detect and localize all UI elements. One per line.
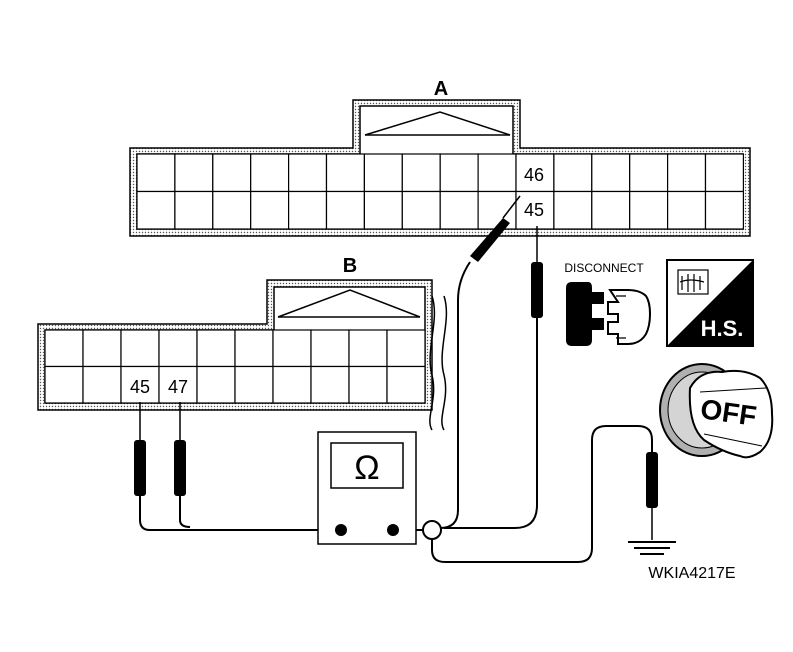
disconnect-icon: DISCONNECT: [564, 261, 652, 346]
wire-junction: [422, 520, 442, 540]
probe-ground: [628, 452, 676, 555]
wire-b45: [139, 496, 340, 531]
connector-a-cavity: [136, 153, 176, 193]
connector-b-cavity: [272, 329, 312, 368]
ohmmeter: Ω: [317, 431, 417, 545]
connector-b-cavity: [310, 365, 350, 404]
cut-line: [441, 295, 448, 431]
connector-b-pin-47: 47: [168, 377, 188, 397]
off-label: OFF: [699, 393, 759, 431]
connector-a-cavity: [477, 190, 517, 230]
ohm-symbol: Ω: [354, 449, 379, 487]
connector-a-pin-45: 45: [524, 200, 544, 220]
connector-a-cavity: [288, 153, 328, 193]
meter-jack-left: [335, 524, 347, 536]
connector-b: B 45 47: [37, 255, 448, 431]
wire-a45: [444, 318, 538, 529]
connector-b-cavity: [44, 365, 84, 404]
hand-icon: [677, 269, 709, 295]
connector-a-cavity: [325, 190, 366, 230]
connector-a-cavity: [363, 153, 403, 193]
connector-a-cavity: [250, 190, 290, 230]
probe-a46: [470, 195, 521, 262]
connector-a-cavity: [515, 190, 555, 230]
figure-code: WKIA4217E: [648, 565, 735, 582]
connector-b-cavity: [44, 329, 84, 368]
connector-a-cavity: [704, 153, 745, 193]
connector-a-cavity: [553, 190, 593, 230]
connector-a-cavity: [439, 153, 479, 193]
connector-a-cavity: [250, 153, 290, 193]
connector-b-cavity: [196, 365, 236, 404]
connector-a-pin-46: 46: [524, 165, 544, 185]
connector-a-cavity: [136, 190, 176, 230]
connector-b-cavity: [82, 329, 122, 368]
hs-icon: H.S.: [666, 259, 754, 347]
probe-a45: [531, 226, 543, 318]
connector-b-cavity: [234, 329, 274, 368]
connector-b-cavity: [348, 365, 388, 404]
connector-a-cavity: [363, 190, 403, 230]
disconnect-label: DISCONNECT: [564, 261, 644, 275]
connector-a-cavity: [212, 153, 252, 193]
connector-b-cavity: [158, 365, 198, 404]
wire-b47: [179, 496, 191, 528]
connector-a-cavity: [401, 190, 441, 230]
connector-b-cavity: [234, 365, 274, 404]
connector-a-cavity: [439, 190, 479, 230]
meter-display: [330, 442, 404, 489]
wire-a46: [439, 261, 471, 529]
connector-b-cavity: [272, 365, 312, 404]
connector-a-cavity: [704, 190, 745, 230]
connector-a-cavity: [325, 153, 366, 193]
connector-b-cavity: [386, 365, 426, 404]
connector-a-cavity: [174, 190, 214, 230]
wire-ground: [431, 425, 653, 563]
connector-b-cavity: [386, 329, 426, 368]
connector-a-cavity: [629, 153, 669, 193]
probe-b45: [134, 402, 146, 496]
probe-b47: [174, 402, 186, 496]
connector-a-cavity: [477, 153, 517, 193]
meter-jack-right: [387, 524, 399, 536]
connector-b-pin-45: 45: [130, 377, 150, 397]
connector-b-cavity: [348, 329, 388, 368]
connector-a-cavity: [212, 190, 252, 230]
connector-a-label: A: [434, 78, 448, 100]
cut-line: [429, 295, 436, 431]
connector-a-cavity: [174, 153, 214, 193]
connector-a-cavity: [666, 190, 707, 230]
connector-a-cavity: [401, 153, 441, 193]
connector-a-cavity: [288, 190, 328, 230]
connector-a-cavity: [591, 190, 631, 230]
connector-b-cavity: [158, 329, 198, 368]
connector-a-cavity: [553, 153, 593, 193]
connector-a-cavity: [629, 190, 669, 230]
connector-b-cavity: [310, 329, 350, 368]
connector-b-cavity: [82, 365, 122, 404]
connector-b-cavity: [120, 365, 160, 404]
connector-b-label: B: [343, 255, 357, 277]
ignition-off-icon: OFF: [659, 363, 774, 459]
hs-label: H.S.: [701, 316, 744, 341]
connector-a-cavity: [666, 153, 707, 193]
connector-a: A 46 45: [129, 78, 751, 237]
connector-b-cavity: [120, 329, 160, 368]
connector-b-cavity: [196, 329, 236, 368]
connector-b-cavities: [44, 329, 426, 404]
connector-a-cavity: [591, 153, 631, 193]
connector-a-cavities: [136, 153, 745, 230]
